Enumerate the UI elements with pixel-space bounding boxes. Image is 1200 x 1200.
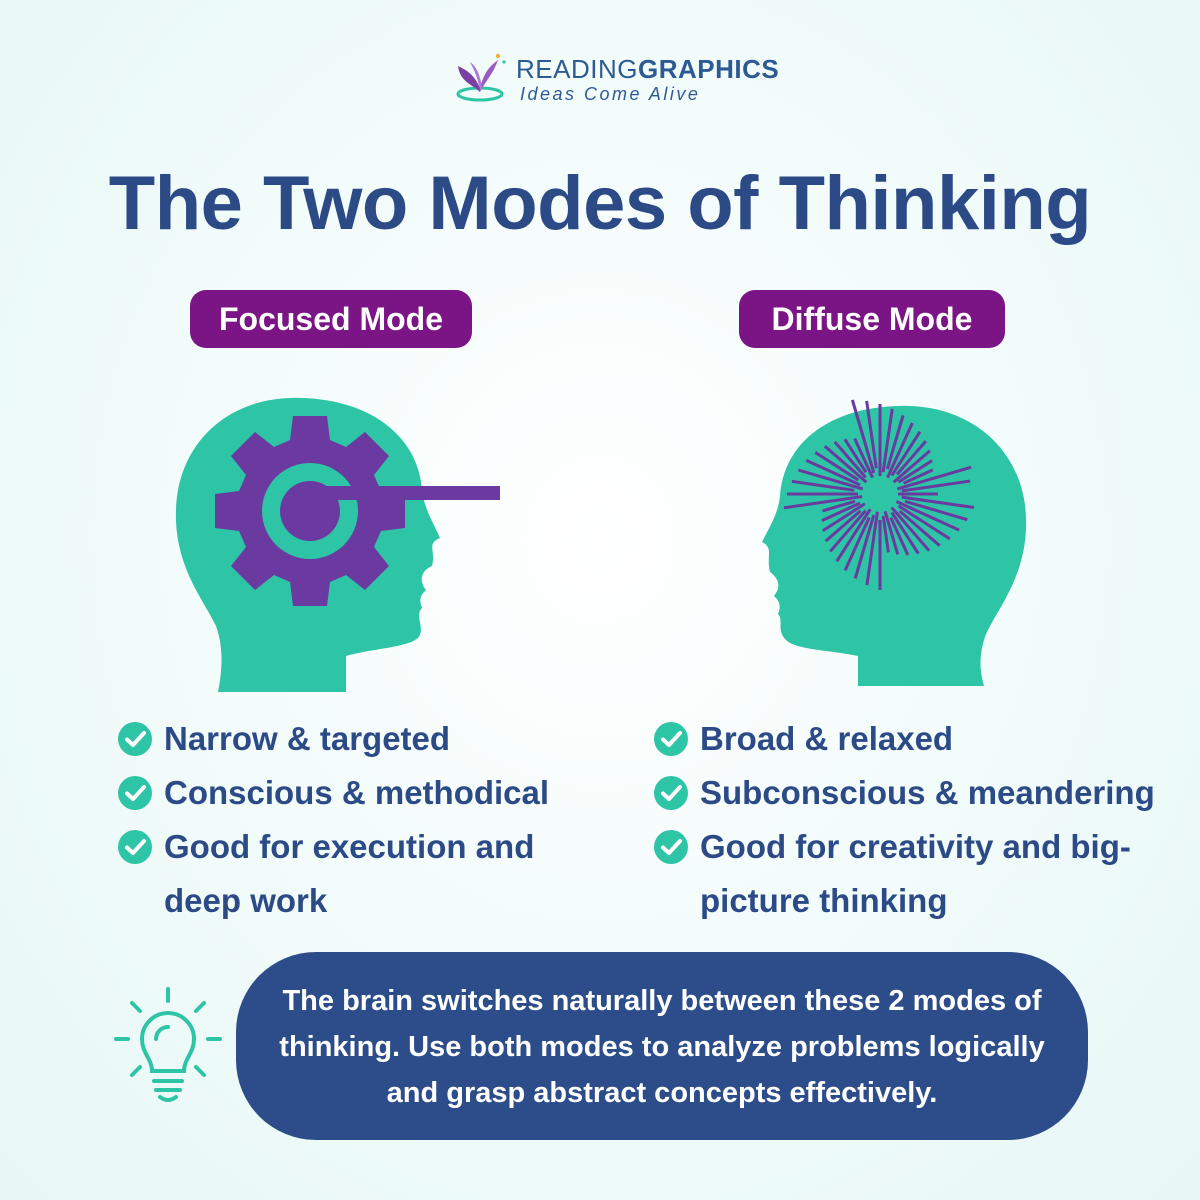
list-item: Broad & relaxed [654, 712, 1174, 766]
burst-line [821, 502, 866, 533]
burst-line [890, 430, 922, 477]
page-title: The Two Modes of Thinking [108, 161, 1092, 246]
brand-name-light: READING [516, 54, 638, 84]
burst-line [895, 500, 960, 532]
head-gear-icon [175, 397, 500, 692]
list-item: Good for execution and deep work [118, 820, 598, 928]
burst-line [835, 508, 872, 563]
burst-line [865, 400, 878, 469]
list-item-text: Broad & relaxed [700, 720, 954, 757]
brand-logo: READINGGRAPHICS Ideas Come Alive [452, 48, 779, 108]
burst-line [892, 449, 931, 484]
burst-line [885, 414, 905, 470]
list-item: Good for creativity and big-picture thin… [654, 820, 1174, 928]
diffuse-mode-label: Diffuse Mode [739, 290, 1005, 348]
check-circle-icon [654, 776, 688, 810]
callout-box: The brain switches naturally between the… [236, 952, 1088, 1140]
check-circle-icon [654, 722, 688, 756]
burst-line [903, 468, 934, 485]
burst-line [897, 459, 933, 484]
check-circle-icon [118, 722, 152, 756]
burst-line [814, 451, 859, 482]
callout-text: The brain switches naturally between the… [279, 985, 1045, 1109]
brand-name-bold: GRAPHICS [637, 54, 780, 84]
burst-line [897, 504, 951, 541]
burst-line [833, 440, 867, 479]
burst-line [791, 479, 855, 492]
burst-line [843, 438, 868, 473]
burst-line [883, 510, 900, 555]
burst-line [783, 495, 863, 510]
burst-lines [783, 399, 975, 590]
burst-line [829, 509, 867, 553]
list-item: Narrow & targeted [118, 712, 598, 766]
burst-line [850, 399, 876, 474]
check-circle-icon [118, 776, 152, 810]
burst-line [898, 509, 941, 547]
list-item-text: Good for execution and deep work [164, 828, 535, 919]
check-circle-icon [118, 830, 152, 864]
focused-mode-label: Focused Mode [190, 290, 472, 348]
brand-name: READINGGRAPHICS [516, 54, 779, 85]
focused-mode-points: Narrow & targeted Conscious & methodical… [118, 712, 598, 928]
burst-line [886, 422, 914, 479]
list-item-text: Narrow & targeted [164, 720, 451, 757]
list-item-text: Conscious & methodical [164, 774, 550, 811]
burst-line [853, 514, 876, 579]
burst-line [896, 465, 972, 491]
list-item-text: Good for creativity and big-picture thin… [700, 828, 1131, 919]
burst-line [890, 506, 931, 552]
burst-line [881, 408, 894, 473]
burst-line [881, 515, 890, 553]
burst-line [901, 495, 975, 510]
burst-line [890, 511, 920, 555]
burst-line [904, 499, 968, 522]
diffuse-mode-points: Broad & relaxed Subconscious & meanderin… [654, 712, 1174, 928]
burst-line [843, 517, 871, 572]
book-butterfly-icon [456, 53, 506, 102]
gear-icon [215, 416, 405, 606]
burst-line [895, 440, 927, 476]
burst-line [865, 511, 879, 586]
burst-line [824, 509, 862, 543]
brand-tagline: Ideas Come Alive [520, 84, 701, 104]
burst-line [822, 499, 856, 513]
list-item: Subconscious & meandering [654, 766, 1174, 820]
list-item: Conscious & methodical [118, 766, 598, 820]
burst-line [889, 517, 910, 556]
burst-line [853, 437, 874, 479]
burst-line [901, 479, 971, 493]
burst-line [821, 501, 861, 522]
burst-line [805, 458, 861, 487]
check-circle-icon [654, 830, 688, 864]
lightbulb-icon [114, 987, 222, 1102]
burst-line [823, 445, 868, 484]
head-burst-icon [762, 399, 1027, 686]
list-item-text: Subconscious & meandering [700, 774, 1155, 811]
burst-line [798, 468, 864, 491]
